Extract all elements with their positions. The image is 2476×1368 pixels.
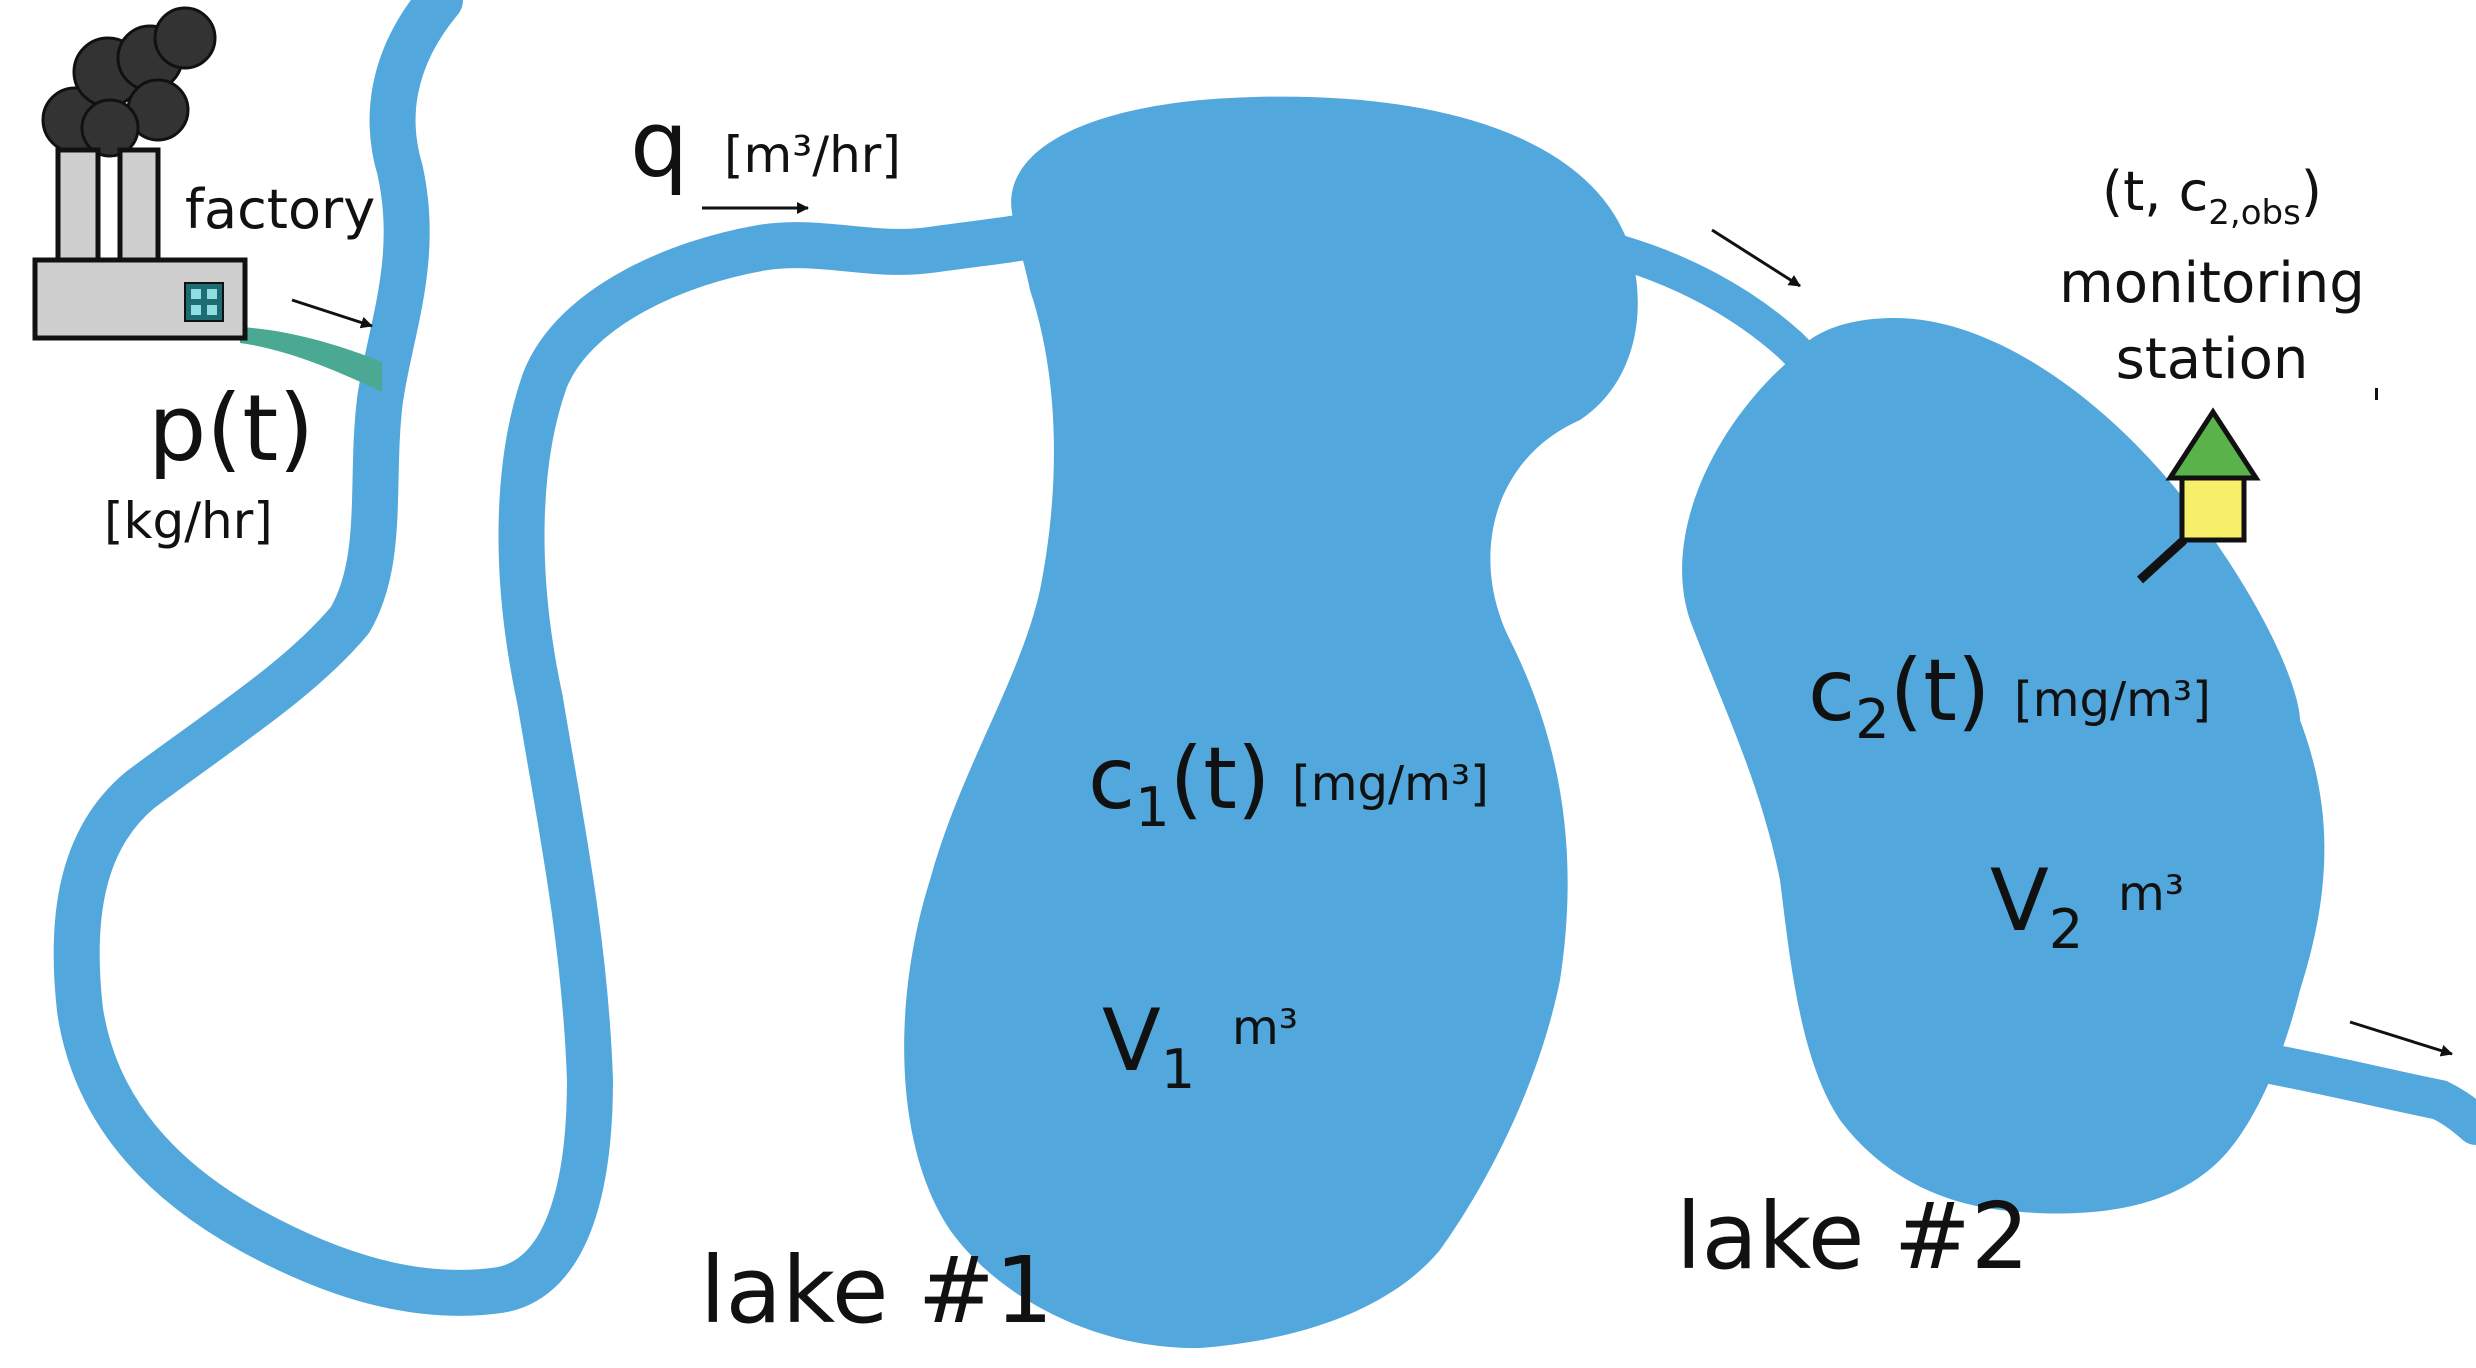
station-body [2179,475,2247,543]
station-label-line-2: station [2116,327,2309,392]
lake-1-concentration: c1(t) [1088,729,1270,839]
chimney-right [117,147,161,273]
lake-1-volume-units: m³ [1232,1000,1298,1056]
lake-2-concentration-units: [mg/m³] [2014,672,2211,728]
stray-mark [2375,388,2378,400]
lake-2-title: lake #2 [1676,1183,2029,1290]
factory-icon [32,6,248,341]
flow-units: [m³/hr] [724,126,901,184]
inflow-symbol: p(t) [148,375,314,482]
factory-label: factory [185,178,375,241]
lake-2-volume: V2 [1990,851,2083,961]
river [53,0,1053,1316]
outflow-channel [2240,1042,2476,1145]
station-roof [2165,407,2261,481]
lake-1-shape [904,96,1638,1349]
lake-1-title: lake #1 [700,1237,1053,1344]
river-channel [53,0,1053,1316]
chimney-left [55,147,101,273]
lake-2-shape [1682,318,2325,1214]
factory-window [184,282,224,322]
arrow-effluent [291,298,373,329]
station-label-line-1: monitoring [2059,251,2365,316]
lake-1-concentration-units: [mg/m³] [1292,756,1489,812]
station-pole [2136,536,2188,584]
effluent-plume [240,327,382,392]
monitoring-station-icon [2136,407,2261,584]
lake-2-concentration: c2(t) [1808,641,1990,751]
inflow-units: [kg/hr] [104,492,273,550]
lake-1-volume: V1 [1102,991,1195,1101]
arrow-outflow [2349,1020,2453,1057]
lake-2-volume-units: m³ [2118,866,2184,922]
arrow-channel [1711,228,1801,288]
smoke-icon [41,6,217,158]
flow-symbol: q [630,91,688,198]
observation-label: (t, c2,obs) [2102,160,2322,233]
